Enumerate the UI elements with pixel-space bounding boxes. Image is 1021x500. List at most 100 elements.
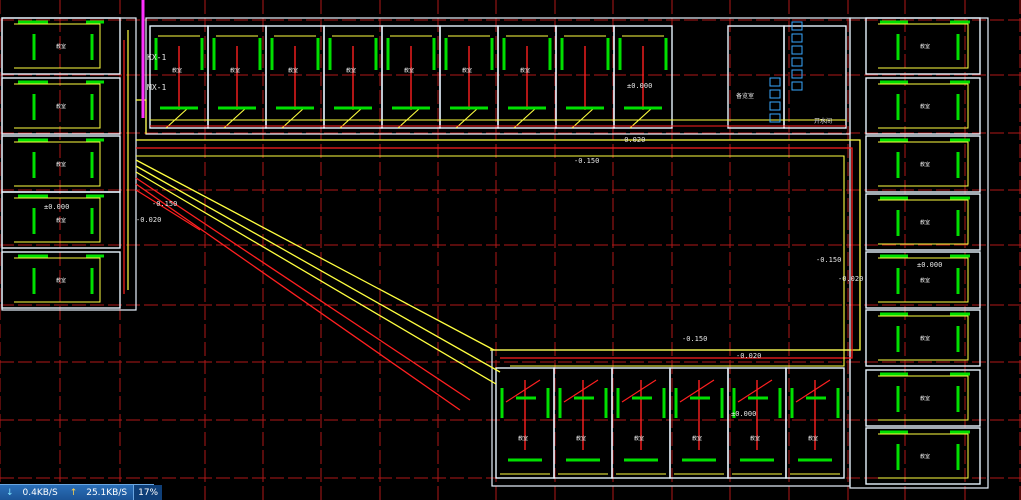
circuit-wire — [878, 315, 969, 361]
room-wall — [865, 427, 981, 485]
room-label: 教室 — [920, 43, 930, 50]
level-left-a: -0.150 — [152, 200, 177, 208]
circuit-wire — [397, 107, 421, 129]
left-wing-outline — [1, 17, 137, 311]
circuit-wire — [135, 165, 501, 373]
room-wall — [727, 25, 785, 129]
circuit-wire — [621, 379, 657, 403]
level-corridor-top: -0.020 — [620, 136, 645, 144]
circuit-wire — [679, 379, 715, 403]
room-label: 教室 — [56, 161, 66, 168]
circuit-wire — [14, 23, 101, 69]
special-room-label-2: 开水间 — [814, 117, 832, 125]
room-label: 教室 — [920, 395, 930, 402]
circuit-wire — [878, 23, 969, 69]
room-label: 教室 — [920, 219, 930, 226]
top-wing-outline — [145, 17, 851, 135]
right-wing-outline — [849, 17, 989, 489]
circuit-wire — [135, 177, 471, 401]
sanitary-fixture — [769, 113, 781, 123]
room-label: 教室 — [56, 217, 66, 224]
room-label: 教室 — [808, 435, 818, 442]
circuit-wire — [135, 183, 461, 411]
sanitary-fixture — [791, 69, 803, 79]
level-bottom-a: -0.150 — [682, 335, 707, 343]
sanitary-fixture — [791, 33, 803, 43]
room-label: 教室 — [172, 67, 182, 74]
circuit-wire — [136, 99, 147, 134]
circuit-wire — [878, 83, 969, 129]
download-speed: ↓0.4KB/S — [0, 488, 64, 498]
cpu-percent: 17% — [133, 485, 163, 500]
room-label: 教室 — [920, 103, 930, 110]
room-label: 教室 — [634, 435, 644, 442]
room-label: 教室 — [518, 435, 528, 442]
room-label: 教室 — [404, 67, 414, 74]
room-label: 教室 — [462, 67, 472, 74]
room-label: 教室 — [230, 67, 240, 74]
circuit-wire — [878, 141, 969, 187]
circuit-wire — [223, 107, 247, 129]
sanitary-fixture — [791, 81, 803, 91]
circuit-wire — [14, 257, 101, 303]
room-label: 教室 — [750, 435, 760, 442]
level-room-zero-1: ±0.000 — [627, 82, 652, 90]
circuit-wire — [455, 107, 479, 129]
level-right-a: -0.150 — [816, 256, 841, 264]
circuit-wire — [513, 107, 537, 129]
circuit-wire — [135, 159, 495, 351]
level-room-zero-2: ±0.000 — [44, 203, 69, 211]
room-label: 教室 — [920, 453, 930, 460]
room-label: 教室 — [920, 161, 930, 168]
sanitary-fixture — [791, 57, 803, 67]
circuit-wire — [505, 379, 541, 403]
room-label: 教室 — [692, 435, 702, 442]
circuit-wire — [878, 257, 969, 303]
level-bottom-b: -0.020 — [736, 352, 761, 360]
upload-value: 25.1KB/S — [86, 487, 128, 498]
circuit-wire — [563, 379, 599, 403]
network-status-bar[interactable]: ↓0.4KB/S ↑25.1KB/S 17% — [0, 484, 163, 500]
circuit-wire — [571, 107, 595, 129]
room-label: 教室 — [920, 335, 930, 342]
cable-runs — [14, 23, 969, 479]
circuit-wire — [878, 375, 969, 421]
room-wall — [865, 309, 981, 367]
circuit-wire — [14, 141, 101, 187]
room-label: 教室 — [56, 43, 66, 50]
level-room-zero-3: ±0.000 — [917, 261, 942, 269]
cabinet-label-mx1: MX-1 — [147, 83, 166, 92]
circuit-wire — [14, 197, 101, 243]
sanitary-fixture — [769, 89, 781, 99]
room-wall — [785, 367, 845, 479]
room-label: 教室 — [576, 435, 586, 442]
circuit-wire — [737, 379, 773, 403]
circuit-wire — [136, 139, 861, 351]
cabinet-label-kx1: KX-1 — [147, 53, 166, 62]
sanitary-fixture — [791, 21, 803, 31]
room-wall — [865, 193, 981, 251]
circuit-wire — [136, 155, 845, 367]
circuit-wire — [339, 107, 363, 129]
bottom-wing-outline — [491, 349, 851, 487]
circuit-wire — [878, 433, 969, 479]
room-label: 教室 — [288, 67, 298, 74]
circuit-wire — [135, 171, 497, 385]
sanitary-fixture — [769, 101, 781, 111]
level-right-b: -0.020 — [838, 275, 863, 283]
level-room-zero-4: ±0.000 — [731, 410, 756, 418]
sanitary-fixture — [769, 77, 781, 87]
level-corridor-mid: -0.150 — [574, 157, 599, 165]
circuit-wire — [878, 199, 969, 245]
upload-speed: ↑25.1KB/S — [64, 488, 133, 498]
room-wall — [865, 135, 981, 193]
circuit-wire — [14, 83, 101, 129]
circuit-wire — [281, 107, 305, 129]
room-label: 教室 — [920, 277, 930, 284]
special-room-label-1: 备览室 — [736, 92, 754, 100]
circuit-wire — [629, 107, 653, 129]
circuit-wire — [795, 379, 831, 403]
circuit-wire — [135, 189, 201, 231]
room-label: 教室 — [56, 103, 66, 110]
